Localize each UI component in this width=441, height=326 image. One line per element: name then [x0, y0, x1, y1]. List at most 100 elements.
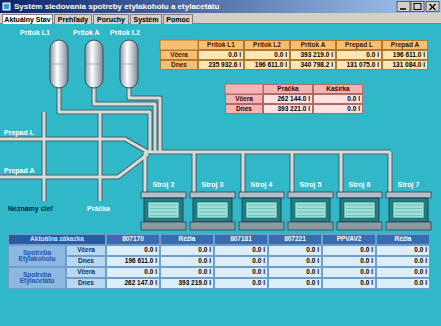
- table-cell: 393 221.0 l: [263, 104, 313, 114]
- row-group-label: Spotreba Etylakoholu: [8, 245, 66, 267]
- row-label: Dnes: [66, 278, 106, 289]
- table-cell: 0.0 l: [268, 267, 322, 278]
- pipe-label: Prepad A: [4, 165, 54, 175]
- table-cell: 393 219.0 l: [290, 50, 336, 60]
- table-cell: 131 075.0 l: [336, 60, 382, 70]
- table-cell: 196 611.0 l: [106, 256, 160, 267]
- table-cell: 0.0 l: [336, 50, 382, 60]
- machine-label: Stroj 4: [239, 180, 284, 190]
- machine-shape: [386, 192, 431, 230]
- table-cell: 0.0 l: [268, 256, 322, 267]
- table-cell: 196 611.0 l: [244, 60, 290, 70]
- table-cell: 0.0 l: [376, 256, 430, 267]
- table-cell: 340 798.2 l: [290, 60, 336, 70]
- table-cell: 0.0 l: [322, 256, 376, 267]
- row-label: Včera: [66, 245, 106, 256]
- table-cell: 262 144.0 l: [263, 94, 313, 104]
- pipe-label: Neznámy cieľ: [8, 203, 78, 213]
- machine-label: Stroj 3: [190, 180, 235, 190]
- menu-tab: Prehľady: [54, 14, 92, 24]
- table-cell: 0.0 l: [313, 94, 363, 104]
- tank-shape: [50, 40, 68, 88]
- table-cell: 0.0 l: [268, 245, 322, 256]
- machine-shape: [190, 192, 235, 230]
- table-cell: 0.0 l: [214, 245, 268, 256]
- tank-shape: [85, 40, 103, 88]
- table-cell: 0.0 l: [198, 50, 244, 60]
- row-label: Včera: [225, 94, 263, 104]
- table-cell: 0.0 l: [376, 267, 430, 278]
- row-label: Dnes: [66, 256, 106, 267]
- machine-shape: [337, 192, 382, 230]
- tank-label: Prítok L1: [20, 28, 50, 38]
- order-code: Réžia: [376, 234, 430, 245]
- order-code: Réžia: [160, 234, 214, 245]
- menu-tab: Aktuálny Stav: [2, 14, 53, 24]
- order-code: 807170: [106, 234, 160, 245]
- window-title: Systém sledovania spotreby etylakoholu a…: [14, 0, 219, 13]
- table-cell: 0.0 l: [268, 278, 322, 289]
- table-header: Prepad L: [336, 40, 382, 50]
- table-cell: 0.0 l: [160, 256, 214, 267]
- tank-label: Prítok A: [73, 28, 100, 38]
- table-header: Prítok A: [290, 40, 336, 50]
- table-corner: [160, 40, 198, 50]
- table-cell: 262 147.0 l: [106, 278, 160, 289]
- tank-shape: [120, 40, 138, 88]
- table-cell: 131 084.0 l: [382, 60, 428, 70]
- storage-tank: Prítok L1: [50, 40, 68, 88]
- pipe-label: Prepad L: [4, 127, 54, 137]
- tank-label: Prítok L2: [110, 28, 140, 38]
- table-header: Práčka: [263, 84, 313, 94]
- table-header: Prepad A: [382, 40, 428, 50]
- table-cell: 0.0 l: [160, 245, 214, 256]
- table-cell: 0.0 l: [322, 278, 376, 289]
- row-label: Včera: [66, 267, 106, 278]
- table-cell: 393 219.0 l: [160, 278, 214, 289]
- table-cell: 0.0 l: [322, 245, 376, 256]
- menu-tab: Poruchy: [93, 14, 129, 24]
- machine-shape: [288, 192, 333, 230]
- storage-tank: Prítok L2: [120, 40, 138, 88]
- order-code: PPVAV2: [322, 234, 376, 245]
- row-label: Dnes: [160, 60, 198, 70]
- order-code: 807221: [268, 234, 322, 245]
- table-cell: 0.0 l: [214, 278, 268, 289]
- window-buttons: [397, 2, 439, 12]
- machine-label: Stroj 7: [386, 180, 431, 190]
- table-cell: 0.0 l: [376, 245, 430, 256]
- machine-unit: Stroj 7: [386, 192, 431, 230]
- pipe-label: Práčka: [87, 203, 127, 213]
- menu-tab: Pomoc: [163, 14, 193, 24]
- table-cell: 0.0 l: [160, 267, 214, 278]
- machine-shape: [141, 192, 186, 230]
- table-header: Kašírka: [313, 84, 363, 94]
- table-corner: [225, 84, 263, 94]
- machine-unit: Stroj 6: [337, 192, 382, 230]
- table-cell: 0.0 l: [106, 267, 160, 278]
- table-header: Prítok L1: [198, 40, 244, 50]
- row-group-label: Spotreba Etylacetátu: [8, 267, 66, 289]
- table-header: Prítok L2: [244, 40, 290, 50]
- table-cell: 0.0 l: [376, 278, 430, 289]
- machine-unit: Stroj 3: [190, 192, 235, 230]
- menu-tab: Systém: [130, 14, 162, 24]
- machine-unit: Stroj 2: [141, 192, 186, 230]
- table-cell: 0.0 l: [322, 267, 376, 278]
- row-label: Včera: [160, 50, 198, 60]
- machine-label: Stroj 2: [141, 180, 186, 190]
- pipes: [0, 88, 390, 201]
- row-label: Dnes: [225, 104, 263, 114]
- machine-unit: Stroj 4: [239, 192, 284, 230]
- machine-label: Stroj 5: [288, 180, 333, 190]
- title-bar: [0, 0, 441, 13]
- storage-tank: Prítok A: [85, 40, 103, 88]
- machine-unit: Stroj 5: [288, 192, 333, 230]
- table-cell: 0.0 l: [214, 256, 268, 267]
- table-header: Aktuálna zákazka: [8, 234, 106, 245]
- table-cell: 0.0 l: [106, 245, 160, 256]
- table-cell: 0.0 l: [244, 50, 290, 60]
- table-cell: 196 611.0 l: [382, 50, 428, 60]
- table-cell: 0.0 l: [313, 104, 363, 114]
- app-icon: [2, 2, 11, 11]
